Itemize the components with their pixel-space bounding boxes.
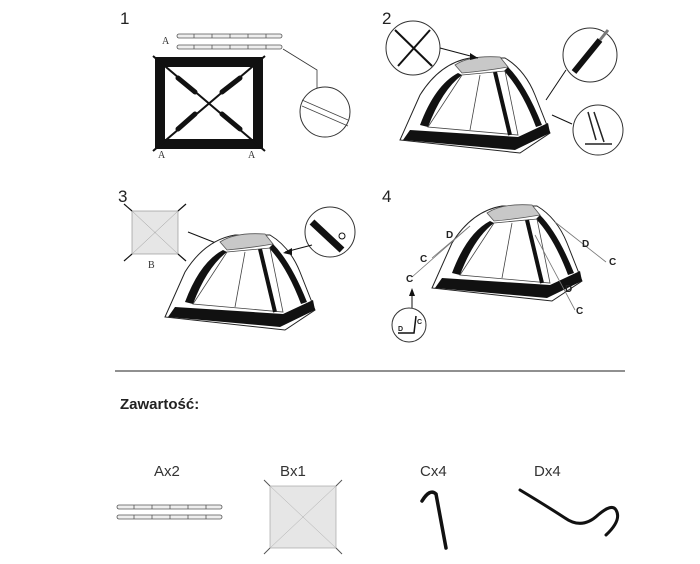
label-d: D [398, 326, 403, 333]
label-d: D [582, 239, 589, 250]
step-2: 2 [382, 9, 624, 156]
step-4: 4 D C C D C D C D C [382, 187, 616, 343]
tent-floor-frame [155, 57, 263, 149]
item-stake-c [420, 490, 448, 550]
label-c: C [420, 254, 427, 265]
pole-a [176, 44, 283, 50]
label-a: A [158, 150, 166, 161]
item-label-d: Dx4 [534, 463, 561, 480]
item-label-a: Ax2 [154, 463, 180, 480]
tent-illustration [430, 202, 584, 303]
contents-section: Zawartość: Ax2 Bx1 Cx4 Dx4 [116, 396, 620, 555]
item-guy-rope-d [518, 488, 620, 537]
detail-circle [299, 86, 351, 138]
label-d: D [565, 284, 572, 295]
step-1: 1 A A A [120, 9, 351, 161]
crossed-poles [152, 55, 266, 152]
guy-lines [411, 221, 607, 311]
item-pole-a [116, 514, 223, 520]
step-number: 1 [120, 9, 129, 28]
step-number: 2 [382, 9, 391, 28]
label-b: B [148, 260, 155, 271]
label-c: C [576, 306, 583, 317]
step-3: 3 B [118, 187, 356, 332]
item-label-c: Cx4 [420, 463, 447, 480]
label-c: C [609, 257, 616, 268]
label-c: C [417, 319, 422, 326]
pole-a [176, 33, 283, 39]
tent-illustration [163, 231, 317, 332]
label-c: C [406, 274, 413, 285]
label-d: D [446, 230, 453, 241]
label-a: A [162, 36, 170, 47]
contents-title: Zawartość: [120, 396, 199, 413]
label-a: A [248, 150, 256, 161]
step-number: 4 [382, 187, 391, 206]
item-label-b: Bx1 [280, 463, 306, 480]
step-number: 3 [118, 187, 127, 206]
item-pole-a [116, 504, 223, 510]
